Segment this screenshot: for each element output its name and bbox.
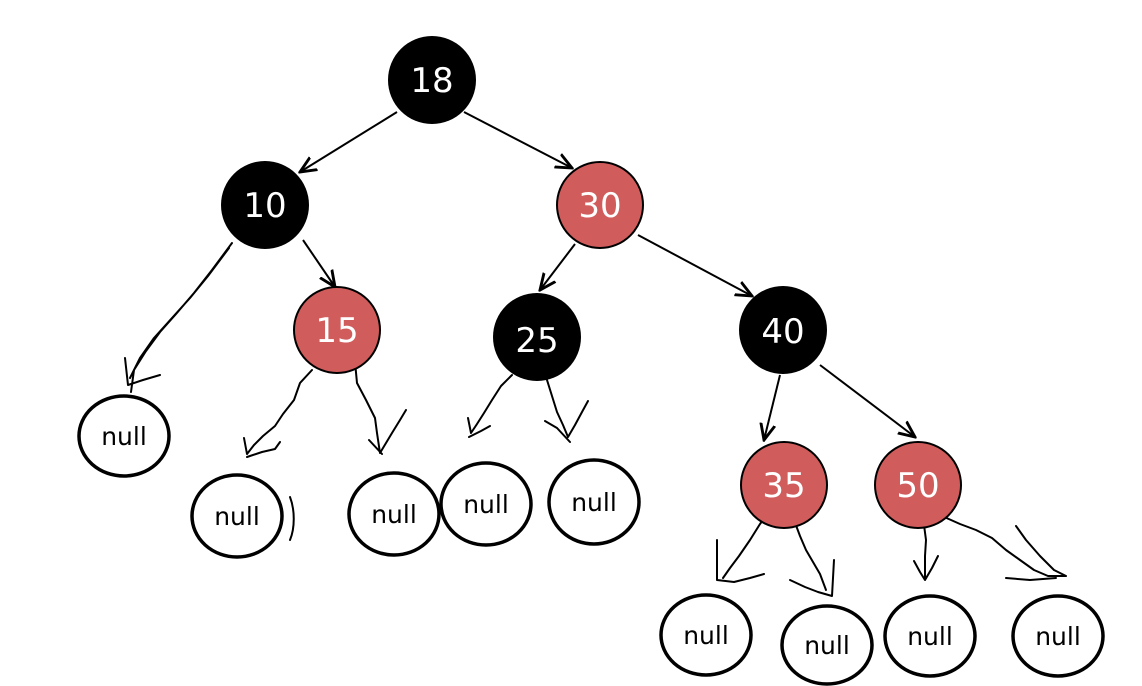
node-18-label: 18: [410, 61, 453, 101]
null-label: null: [804, 631, 850, 660]
edge-10-15: [302, 239, 335, 287]
node-50: 50: [874, 441, 962, 529]
null-ring: [77, 394, 171, 478]
node-10-label: 10: [243, 186, 286, 226]
null-label: null: [571, 488, 617, 517]
null-ring: [659, 593, 753, 677]
node-35-label: 35: [762, 466, 805, 506]
sketch-edge-10-null: [124, 242, 233, 393]
null-leaf-50-right: null: [1011, 594, 1105, 678]
null-label: null: [214, 502, 260, 531]
node-18-circle: [388, 36, 476, 124]
node-35-circle: [740, 441, 828, 529]
null-leaf-50-left: null: [883, 594, 977, 678]
node-35: 35: [740, 441, 828, 529]
null-label: null: [907, 622, 953, 651]
null-label: null: [683, 621, 729, 650]
null-ring: [347, 471, 441, 557]
sketch-edge-25-null-left: [467, 374, 513, 438]
edge-18-10: [300, 111, 398, 172]
null-label: null: [371, 500, 417, 529]
null-leaf-25-right: null: [547, 458, 641, 546]
node-18: 18: [388, 36, 476, 124]
null-leaf-25-left: null: [439, 461, 533, 547]
node-15-label: 15: [315, 311, 358, 351]
node-50-circle: [874, 441, 962, 529]
node-40-label: 40: [761, 312, 804, 352]
edge-18-30: [463, 111, 572, 168]
null-leaf-15-right: null: [347, 471, 441, 557]
null-label: null: [1035, 622, 1081, 651]
node-40-circle: [739, 286, 827, 374]
node-25-label: 25: [515, 321, 558, 361]
sketch-edge-35-null-right: [789, 519, 835, 597]
null-ring: [883, 594, 977, 678]
null-label: null: [101, 422, 147, 451]
null-ring: [780, 604, 874, 686]
null-label: null: [463, 490, 509, 519]
edge-30-40: [637, 234, 752, 296]
node-10: 10: [221, 161, 309, 249]
null-leaf-10-left: null: [77, 394, 171, 478]
node-40: 40: [739, 286, 827, 374]
node-25-circle: [493, 293, 581, 381]
null-ring: [439, 461, 533, 547]
null-ring-stroke: [289, 496, 295, 541]
node-25: 25: [493, 293, 581, 381]
edge-30-25: [540, 243, 576, 290]
edge-40-35: [764, 374, 781, 440]
null-leaf-35-left: null: [659, 593, 753, 677]
edge-40-50: [819, 364, 915, 437]
null-leaf-35-right: null: [780, 604, 874, 686]
sketch-edge-50-null-right: [941, 515, 1067, 581]
sketch-edge-25-null-right: [544, 379, 589, 443]
node-15-circle: [293, 286, 381, 374]
node-30-label: 30: [578, 186, 621, 226]
null-leaf-15-left: null: [190, 473, 295, 559]
node-10-circle: [221, 161, 309, 249]
sketch-edge-15-null-right: [354, 361, 407, 455]
null-ring: [190, 473, 284, 559]
node-50-label: 50: [896, 466, 939, 506]
null-ring: [547, 458, 641, 546]
sketch-edge-15-null-left: [243, 369, 313, 458]
node-15: 15: [293, 286, 381, 374]
node-30: 30: [556, 161, 644, 249]
node-30-circle: [556, 161, 644, 249]
null-ring: [1011, 594, 1105, 678]
